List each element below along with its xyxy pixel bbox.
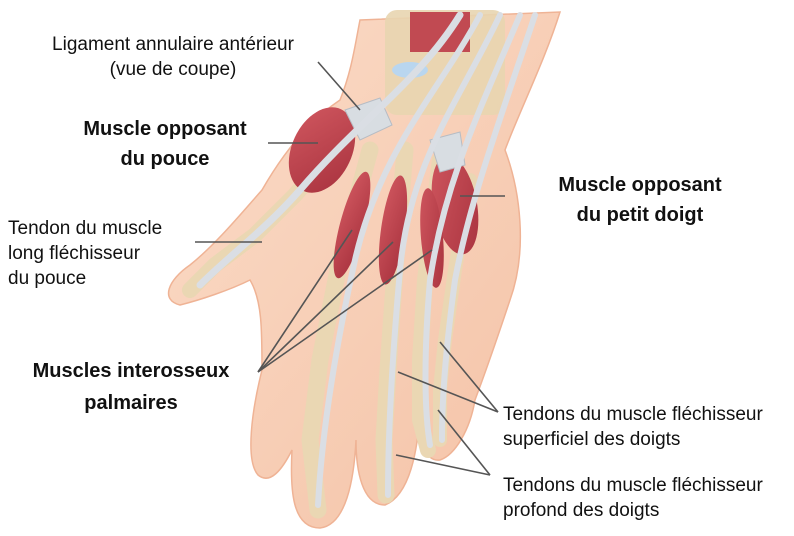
label-flechisseur-profond: Tendons du muscle fléchisseur profond de… [503, 473, 763, 523]
label-interosseux-line1: Muscles interosseux [12, 355, 250, 387]
label-long-flechisseur: Tendon du muscle long fléchisseur du pou… [8, 216, 162, 291]
label-opposant-petit-doigt-line1: Muscle opposant [530, 170, 750, 200]
label-ligament-line2: (vue de coupe) [28, 57, 318, 82]
label-profond-line1: Tendons du muscle fléchisseur [503, 473, 763, 498]
label-interosseux-line2: palmaires [12, 387, 250, 419]
label-long-flechisseur-line2: long fléchisseur [8, 241, 162, 266]
label-long-flechisseur-line1: Tendon du muscle [8, 216, 162, 241]
label-opposant-pouce-line2: du pouce [68, 144, 262, 174]
label-profond-line2: profond des doigts [503, 498, 763, 523]
label-opposant-petit-doigt: Muscle opposant du petit doigt [530, 170, 750, 230]
label-superficiel-line1: Tendons du muscle fléchisseur [503, 402, 763, 427]
label-opposant-petit-doigt-line2: du petit doigt [530, 200, 750, 230]
label-interosseux: Muscles interosseux palmaires [12, 355, 250, 419]
label-ligament-line1: Ligament annulaire antérieur [28, 32, 318, 57]
label-ligament: Ligament annulaire antérieur (vue de cou… [28, 32, 318, 82]
label-long-flechisseur-line3: du pouce [8, 266, 162, 291]
label-opposant-pouce: Muscle opposant du pouce [68, 114, 262, 174]
label-superficiel-line2: superficiel des doigts [503, 427, 763, 452]
label-flechisseur-superficiel: Tendons du muscle fléchisseur superficie… [503, 402, 763, 452]
label-opposant-pouce-line1: Muscle opposant [68, 114, 262, 144]
